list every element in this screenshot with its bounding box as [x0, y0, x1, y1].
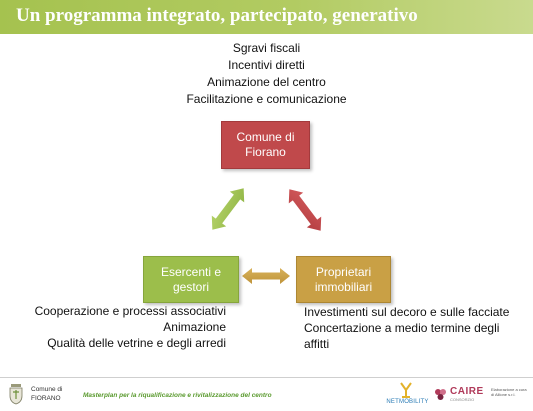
footer-divider [0, 377, 533, 378]
proprietari-action-item: affitti [304, 337, 330, 351]
comune-actions-list: Sgravi fiscali Incentivi diretti Animazi… [0, 40, 533, 108]
caire-sub-label: CONSORZIO [450, 397, 475, 402]
arrow-comune-proprietari [288, 189, 322, 231]
caire-mark-icon [435, 389, 446, 400]
slide-title: Un programma integrato, partecipato, gen… [16, 5, 418, 26]
caire-note: Elaborazione a cura di Allione s.r.l. [491, 387, 527, 397]
comune-action-item: Facilitazione e comunicazione [186, 92, 347, 106]
esercenti-action-item: Animazione [163, 320, 226, 334]
netmobility-mark-icon [400, 382, 412, 398]
slide-footer: Comune di FIORANO Masterplan per la riqu… [0, 377, 533, 411]
esercenti-action-item: Cooperazione e processi associativi [34, 304, 226, 318]
comune-action-item: Animazione del centro [207, 75, 326, 89]
esercenti-action-item: Qualità delle vetrine e degli arredi [47, 336, 226, 350]
node-proprietari-line2: immobiliari [314, 279, 373, 294]
footer-tagline: Masterplan per la riqualificazione e riv… [83, 392, 272, 399]
comune-crest-icon [9, 384, 23, 405]
proprietari-action-item: Concertazione a medio termine degli [304, 321, 500, 335]
node-esercenti: Esercenti e gestori [143, 256, 239, 303]
proprietari-action-item: Investimenti sul decoro e sulle facciate [304, 305, 510, 319]
netmobility-logo: NETMOBILITY [385, 381, 430, 409]
comune-action-item: Sgravi fiscali [232, 41, 301, 55]
node-comune-line2: Fiorano [245, 145, 286, 159]
arrow-esercenti-comune [211, 188, 245, 230]
node-esercenti-line2: gestori [172, 279, 210, 294]
node-comune: Comune di Fiorano [221, 121, 310, 169]
arrow-esercenti-proprietari [242, 268, 290, 284]
netmobility-label: NETMOBILITY [386, 399, 429, 405]
comune-name: Comune di FIORANO [31, 386, 63, 402]
title-bar: Un programma integrato, partecipato, gen… [0, 0, 533, 34]
esercenti-actions-list: Cooperazione e processi associativi Anim… [35, 303, 226, 351]
caire-label: CAIRE [450, 386, 484, 397]
proprietari-actions-list: Investimenti sul decoro e sulle facciate… [304, 304, 529, 352]
caire-logo: CAIRE CONSORZIO Elaborazione a cura di A… [433, 384, 528, 408]
node-proprietari-line1: Proprietari [315, 264, 372, 279]
node-comune-line1: Comune di [236, 130, 295, 144]
node-esercenti-line1: Esercenti e [160, 264, 222, 279]
comune-action-item: Incentivi diretti [228, 58, 305, 72]
node-proprietari: Proprietari immobiliari [296, 256, 391, 303]
